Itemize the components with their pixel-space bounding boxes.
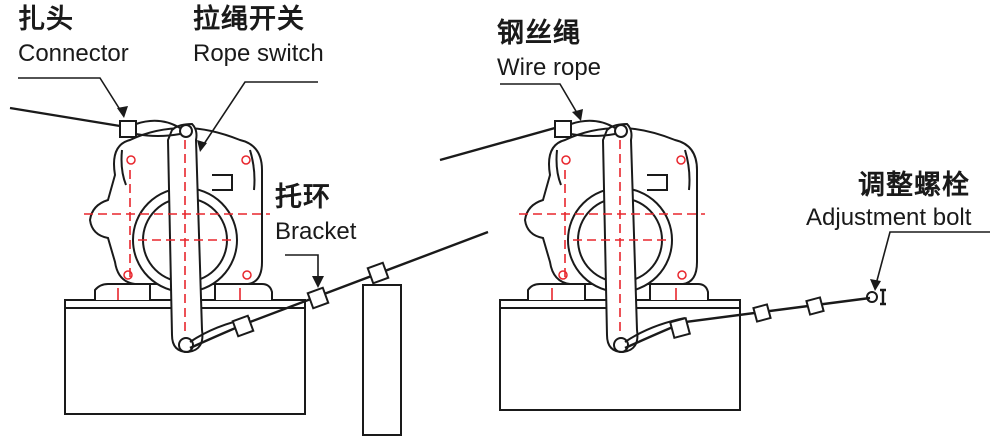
connector-leader: [18, 77, 125, 117]
adjustment-bolt-label-en: Adjustment bolt: [806, 204, 972, 231]
connector-label-en: Connector: [18, 40, 129, 67]
screw-icon: [558, 270, 568, 280]
right-bottom-pivot: [613, 337, 629, 353]
right-wire-ring-1: [752, 303, 772, 323]
right-assembly: [439, 119, 886, 411]
connector-label-cn: 扎头: [18, 4, 74, 35]
bracket-label-en: Bracket: [275, 218, 357, 245]
right-mounting-feet: [527, 283, 709, 300]
right-upper-wire: [439, 126, 556, 162]
left-ferrule: [231, 314, 255, 338]
wire-rope-label-cn: 钢丝绳: [497, 18, 581, 49]
left-centerlines: [84, 140, 270, 335]
screw-icon: [241, 155, 251, 165]
bracket-leader: [285, 254, 319, 284]
leader-arrowheads: [117, 106, 881, 291]
adjustment-bolt-eye: [866, 291, 878, 303]
screw-icon: [561, 155, 571, 165]
left-bracket-ring-2: [366, 261, 390, 285]
left-bracket-ring-1: [306, 286, 330, 310]
left-assembly: [9, 106, 489, 436]
screw-icon: [123, 270, 133, 280]
right-wire-ring-2: [805, 296, 825, 316]
adjustment-bolt-label-cn: 调整螺栓: [858, 170, 970, 201]
wire-rope-leader: [500, 83, 581, 119]
adjustment-bolt-icon: [880, 288, 886, 306]
right-centerlines: [519, 140, 705, 335]
left-bracket-post: [362, 284, 402, 436]
right-connector-clip: [554, 120, 572, 138]
screw-icon: [126, 155, 136, 165]
leader-lines: [18, 77, 990, 289]
adjustment-bolt-leader: [874, 231, 990, 289]
left-connector-clip: [119, 120, 137, 138]
left-mounting-feet: [94, 283, 273, 300]
right-top-pivot: [614, 124, 628, 138]
bracket-label-cn: 托环: [275, 182, 331, 213]
left-top-pivot: [179, 124, 193, 138]
rope-switch-leader: [199, 81, 318, 151]
screw-icon: [676, 155, 686, 165]
rope-switch-label-en: Rope switch: [193, 40, 324, 67]
rope-switch-label-cn: 拉绳开关: [193, 4, 305, 35]
left-bottom-pivot: [178, 337, 194, 353]
right-ferrule: [668, 316, 692, 340]
wire-rope-label-en: Wire rope: [497, 54, 602, 81]
left-upper-wire: [9, 106, 121, 128]
screw-icon: [677, 270, 687, 280]
screw-icon: [242, 270, 252, 280]
